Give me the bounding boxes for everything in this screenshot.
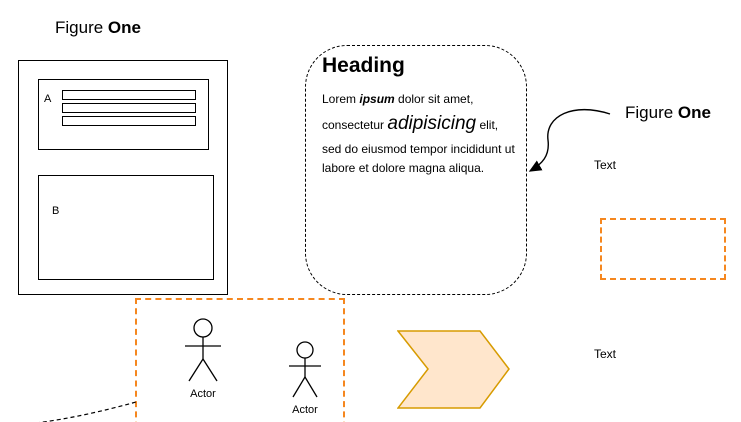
actor-2-icon (289, 341, 321, 398)
text-label-bottom[interactable]: Text (594, 347, 617, 361)
sub-rect-a-label: A (44, 93, 52, 105)
list-bar-3[interactable] (62, 116, 196, 126)
note-body: Lorem ipsum dolor sit amet, consectetur … (322, 90, 520, 178)
figure-one-label-left[interactable]: Figure One (55, 18, 141, 38)
actor-1-icon (185, 318, 221, 382)
sub-rect-b-label: B (52, 205, 60, 217)
note-heading: Heading (322, 54, 405, 77)
dashed-connector[interactable] (28, 396, 140, 422)
chevron-icon (397, 330, 510, 409)
figure-one-right-prefix: Figure (625, 103, 678, 122)
note-body-adipisicing: adipisicing (387, 113, 477, 135)
curved-arrow-icon (528, 109, 611, 172)
list-bar-2[interactable] (62, 103, 196, 113)
sub-rect-b[interactable] (38, 175, 214, 280)
figure-one-label-right[interactable]: Figure One (625, 103, 711, 123)
actor-1-label: Actor (190, 388, 216, 400)
note-body-part2: dolor sit amet, consectetur (322, 92, 474, 133)
note-body-ipsum: ipsum (359, 92, 395, 106)
note-body-part3: elit, sed do eiusmod tempor incididunt u… (322, 118, 515, 175)
chevron-shape[interactable] (397, 330, 511, 410)
chevron-polygon (397, 330, 510, 409)
note-body-part1: Lorem (322, 92, 360, 106)
orange-dashed-rect[interactable] (600, 218, 726, 280)
figure-one-right-bold: One (677, 103, 711, 122)
figure-one-left-prefix: Figure (55, 18, 108, 37)
actor-2-label: Actor (292, 404, 318, 416)
list-bar-1[interactable] (62, 90, 196, 100)
dashed-line-icon (38, 401, 137, 422)
actor-1-shape[interactable] (178, 318, 228, 384)
text-label-top[interactable]: Text (594, 158, 617, 172)
actor-2-shape[interactable] (283, 341, 327, 399)
curved-arrow-connector[interactable] (515, 98, 625, 183)
note-box[interactable]: Heading Lorem ipsum dolor sit amet, cons… (305, 45, 527, 295)
figure-one-left-bold: One (107, 18, 141, 37)
orange-dashed-region[interactable] (135, 298, 345, 422)
